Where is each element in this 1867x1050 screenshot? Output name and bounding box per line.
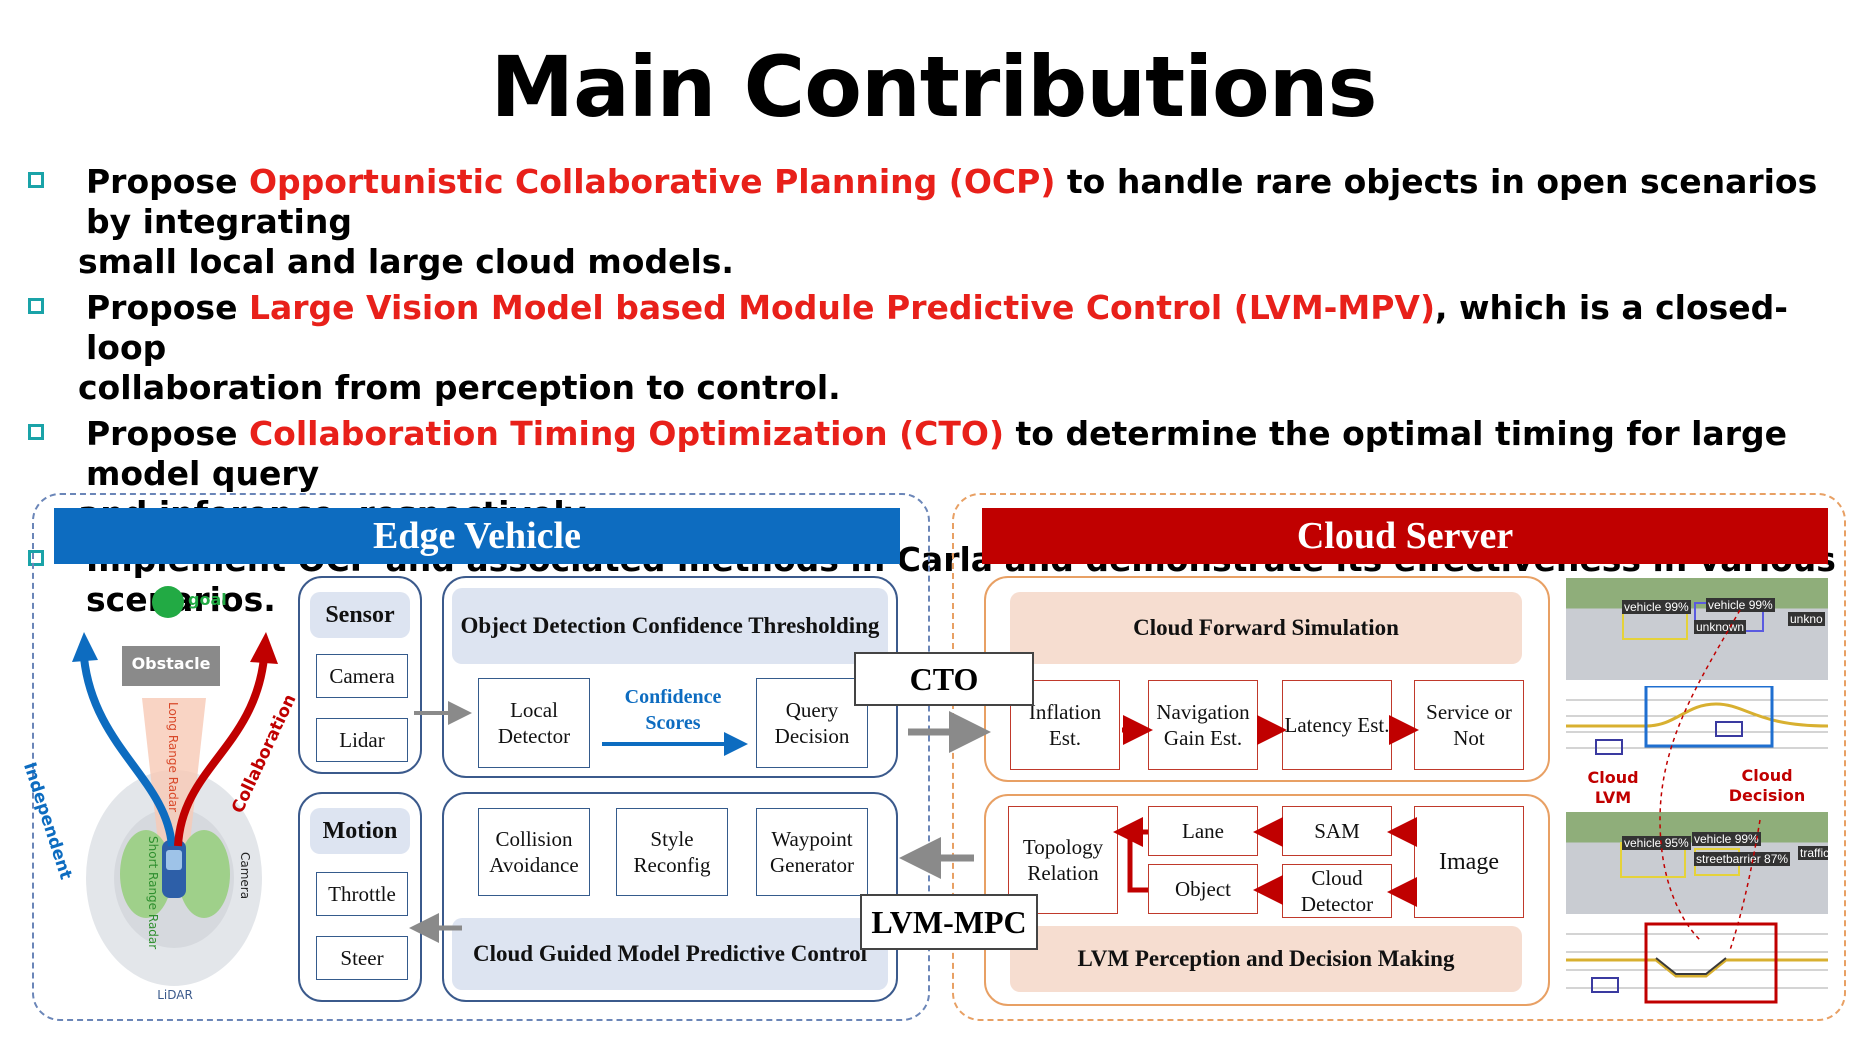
cloud-server-panel: [952, 493, 1846, 1021]
cloud-forward-simulation-title: Cloud Forward Simulation: [1010, 592, 1522, 664]
detection-tag: unknown: [1694, 620, 1747, 634]
detection-tag: vehicle 99%: [1622, 600, 1691, 614]
scene-image-top: vehicle 99% vehicle 99% unknown unkno: [1566, 578, 1828, 680]
goal-marker: [152, 586, 184, 618]
lvm-mpc-label: LVM-MPC: [860, 894, 1038, 950]
goal-label: goal: [188, 590, 227, 609]
bev-plot-top: [1566, 686, 1828, 766]
obstacle-marker: [122, 646, 220, 686]
cloud-decision-label: Cloud Decision: [1728, 766, 1806, 805]
bullet-item: Propose Large Vision Model based Module …: [28, 288, 1848, 408]
image-link-lines: [1659, 609, 1761, 951]
collision-avoidance: Collision Avoidance: [478, 808, 590, 896]
motion-steer: Steer: [316, 936, 408, 980]
object-node: Object: [1148, 864, 1258, 914]
sensor-camera: Camera: [316, 654, 408, 698]
detection-tag: unkno: [1788, 612, 1825, 626]
vehicle-sensor-illustration: [72, 586, 278, 986]
bullet-highlight: Opportunistic Collaborative Planning (OC…: [248, 162, 1056, 201]
bev-plot-bottom: [1566, 920, 1828, 1006]
square-bullet-icon: [28, 550, 44, 566]
service-or-not: Service or Not: [1414, 680, 1524, 770]
bullet-item: Propose Opportunistic Collaborative Plan…: [28, 162, 1848, 282]
bullet-text: Propose: [86, 288, 249, 327]
lidar-label: LiDAR: [157, 988, 193, 1002]
bullet-highlight: Collaboration Timing Optimization (CTO): [248, 414, 1005, 453]
detection-tag: vehicle 99%: [1706, 598, 1775, 612]
motion-title: Motion: [310, 808, 410, 854]
confidence-scores-label: Confidence Scores: [624, 686, 722, 734]
cloud-lvm-label: Cloud LVM: [1587, 768, 1639, 807]
object-detection-title: Object Detection Confidence Thresholding: [452, 588, 888, 664]
sensor-title: Sensor: [310, 592, 410, 638]
latency-est: Latency Est.: [1282, 680, 1392, 770]
motion-throttle: Throttle: [316, 872, 408, 916]
slide-title: Main Contributions: [490, 38, 1377, 136]
scene-image-bottom: vehicle 95% vehicle 99% streetbarrier 87…: [1566, 812, 1828, 914]
edge-vehicle-panel: [32, 493, 930, 1021]
bullet-highlight: Large Vision Model based Module Predicti…: [248, 288, 1436, 327]
sam-node: SAM: [1282, 806, 1392, 856]
local-detector: Local Detector: [478, 678, 590, 768]
square-bullet-icon: [28, 298, 44, 314]
waypoint-generator: Waypoint Generator: [756, 808, 868, 896]
lvm-perception-title: LVM Perception and Decision Making: [1010, 926, 1522, 992]
detection-tag: vehicle 99%: [1692, 832, 1761, 846]
lane-node: Lane: [1148, 806, 1258, 856]
image-node: Image: [1414, 806, 1524, 918]
bullet-text: to handle rare objects in open scenarios…: [86, 162, 1818, 241]
navigation-gain-est: Navigation Gain Est.: [1148, 680, 1258, 770]
cloud-detector-node: Cloud Detector: [1282, 864, 1392, 918]
cloud-guided-mpc-title: Cloud Guided Model Predictive Control: [452, 918, 888, 990]
bullet-text: Propose: [86, 162, 249, 201]
square-bullet-icon: [28, 424, 44, 440]
square-bullet-icon: [28, 172, 44, 188]
cloud-server-banner: Cloud Server: [982, 508, 1828, 564]
edge-vehicle-banner: Edge Vehicle: [54, 508, 900, 564]
sensor-lidar: Lidar: [316, 718, 408, 762]
obstacle-label: Obstacle: [131, 654, 211, 673]
detection-tag: vehicle 95%: [1622, 836, 1691, 850]
bullet-text: to determine the optimal timing for larg…: [86, 414, 1787, 493]
detection-tag: traffic: [1798, 846, 1828, 860]
query-decision: Query Decision: [756, 678, 868, 768]
style-reconfig: Style Reconfig: [616, 808, 728, 896]
bullet-text: small local and large cloud models.: [78, 242, 734, 281]
bullet-text: Propose: [86, 414, 249, 453]
cto-label: CTO: [854, 652, 1034, 706]
bullet-text: collaboration from perception to control…: [78, 368, 841, 407]
detection-tag: streetbarrier 87%: [1694, 852, 1791, 866]
bullet-text: , which is a closed-loop: [86, 288, 1788, 367]
